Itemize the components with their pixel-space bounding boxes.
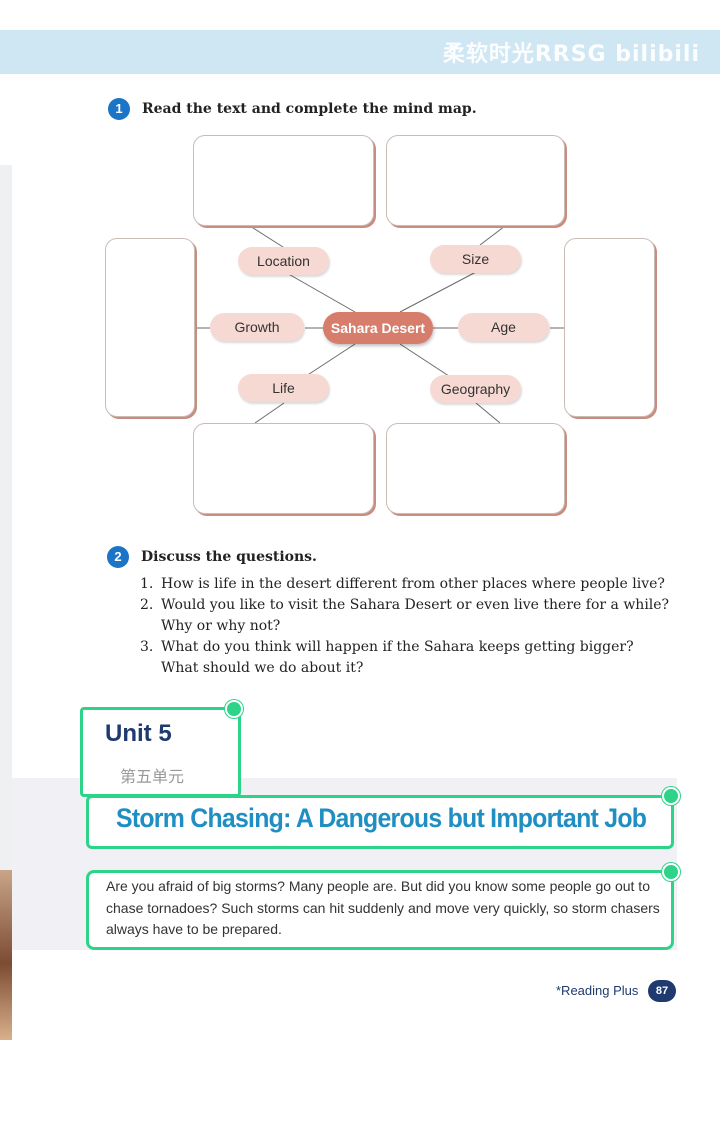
connector-size-box — [479, 225, 506, 246]
unit-title: Unit 5 — [105, 720, 172, 747]
footer-label: *Reading Plus — [556, 983, 639, 998]
exercise-1-title: Read the text and complete the mind map. — [142, 101, 477, 117]
story-intro: Are you afraid of big storms? Many peopl… — [106, 878, 660, 937]
intro-highlight-box — [86, 870, 674, 950]
connector-size — [399, 271, 477, 313]
story-title: Storm Chasing: A Dangerous but Important… — [116, 803, 647, 833]
topic-size: Size — [430, 245, 521, 273]
highlight-handle-icon[interactable] — [662, 863, 680, 881]
connector-geography — [399, 343, 456, 381]
question-line: Would you like to visit the Sahara Deser… — [161, 597, 670, 613]
question-line: What do you think will happen if the Sah… — [161, 639, 634, 655]
story-title-highlight-box — [86, 795, 674, 849]
watermark: 柔软时光RRSG bilibili — [442, 42, 700, 67]
question-number: 3. — [140, 639, 154, 655]
question-list: 1. How is life in the desert different f… — [138, 574, 678, 679]
answer-box-bottom-right[interactable] — [386, 423, 565, 514]
topic-location: Location — [238, 247, 329, 275]
question-item: 1. How is life in the desert different f… — [138, 574, 678, 595]
connector-life-box — [254, 402, 285, 424]
answer-box-top-right[interactable] — [386, 135, 565, 226]
highlight-handle-icon[interactable] — [662, 787, 680, 805]
topic-growth: Growth — [210, 313, 304, 341]
topic-age: Age — [458, 313, 549, 341]
mind-map-connectors — [195, 225, 564, 424]
page-edge-photo — [0, 870, 12, 1040]
page-edge — [0, 165, 12, 1040]
top-banner: 柔软时光RRSG bilibili — [0, 30, 720, 74]
exercise-2-number: 2 — [107, 546, 129, 568]
topic-life: Life — [238, 374, 329, 402]
answer-box-bottom-left[interactable] — [193, 423, 374, 514]
answer-box-right[interactable] — [564, 238, 655, 417]
question-number: 1. — [140, 576, 154, 592]
unit-subtitle: 第五单元 — [120, 767, 185, 786]
topic-geography: Geography — [430, 375, 521, 403]
connector-geography-box — [475, 402, 501, 424]
question-number: 2. — [140, 597, 154, 613]
exercise-2-title: Discuss the questions. — [141, 549, 317, 565]
question-line: What should we do about it? — [161, 660, 364, 676]
highlight-handle-icon[interactable] — [225, 700, 243, 718]
answer-box-top-left[interactable] — [193, 135, 374, 226]
question-item: 3. What do you think will happen if the … — [138, 637, 678, 679]
connector-location-box — [249, 225, 284, 248]
question-line: How is life in the desert different from… — [161, 576, 665, 592]
connector-location — [284, 271, 356, 313]
mind-map-center: Sahara Desert — [323, 312, 433, 344]
question-item: 2. Would you like to visit the Sahara De… — [138, 595, 678, 637]
answer-box-left[interactable] — [105, 238, 195, 417]
question-line: Why or why not? — [161, 618, 281, 634]
page-number: 87 — [648, 980, 676, 1002]
exercise-1-number: 1 — [108, 98, 130, 120]
